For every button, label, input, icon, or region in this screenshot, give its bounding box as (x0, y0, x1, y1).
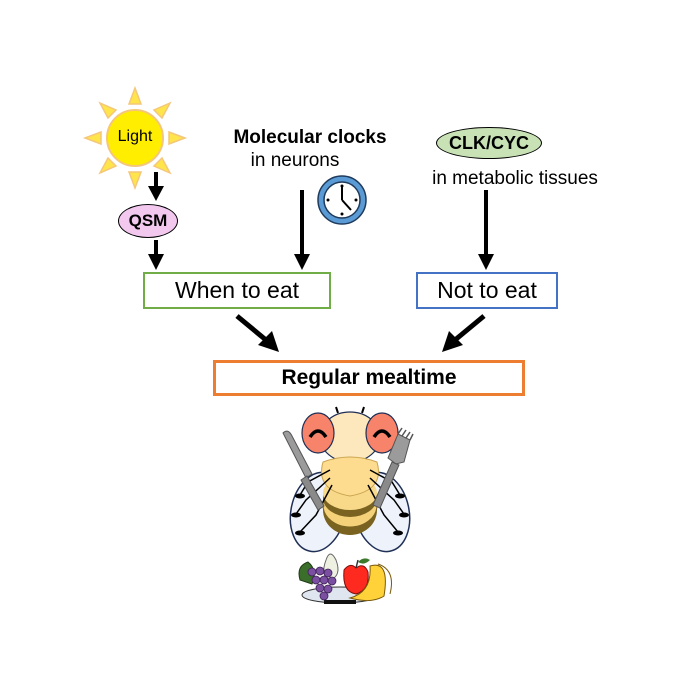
qsm-node: QSM (118, 204, 178, 238)
fork-icon (372, 427, 414, 509)
arrow-when-to-mealtime (235, 314, 279, 352)
arrows (148, 172, 494, 352)
arrow-clocks-to-when (294, 190, 310, 270)
arrow-not-to-mealtime (442, 314, 486, 352)
arrow-clkcyc-to-not (478, 190, 494, 270)
clk-cyc-label: CLK/CYC (449, 132, 529, 153)
molecular-clocks-title: Molecular clocks (233, 127, 387, 148)
knife-icon (282, 430, 325, 511)
regular-mealtime-box: Regular mealtime (213, 360, 525, 396)
clk-cyc-node: CLK/CYC (436, 127, 542, 159)
qsm-label: QSM (128, 211, 168, 230)
clk-cyc-subtitle: in metabolic tissues (432, 168, 598, 189)
fruit-fly-icon (289, 406, 411, 553)
fruit-bowl-icon (298, 553, 392, 604)
arrow-qsm-to-when (148, 240, 164, 270)
arrow-light-to-qsm (148, 172, 164, 201)
clock-icon (317, 175, 367, 225)
when-to-eat-box: When to eat (143, 272, 331, 309)
when-to-eat-label: When to eat (174, 277, 300, 303)
not-to-eat-label: Not to eat (437, 277, 537, 303)
molecular-clocks-subtitle: in neurons (250, 150, 340, 171)
regular-mealtime-label: Regular mealtime (281, 366, 457, 389)
sun-icon (82, 85, 188, 191)
light-label: Light (117, 128, 153, 145)
not-to-eat-box: Not to eat (416, 272, 558, 309)
